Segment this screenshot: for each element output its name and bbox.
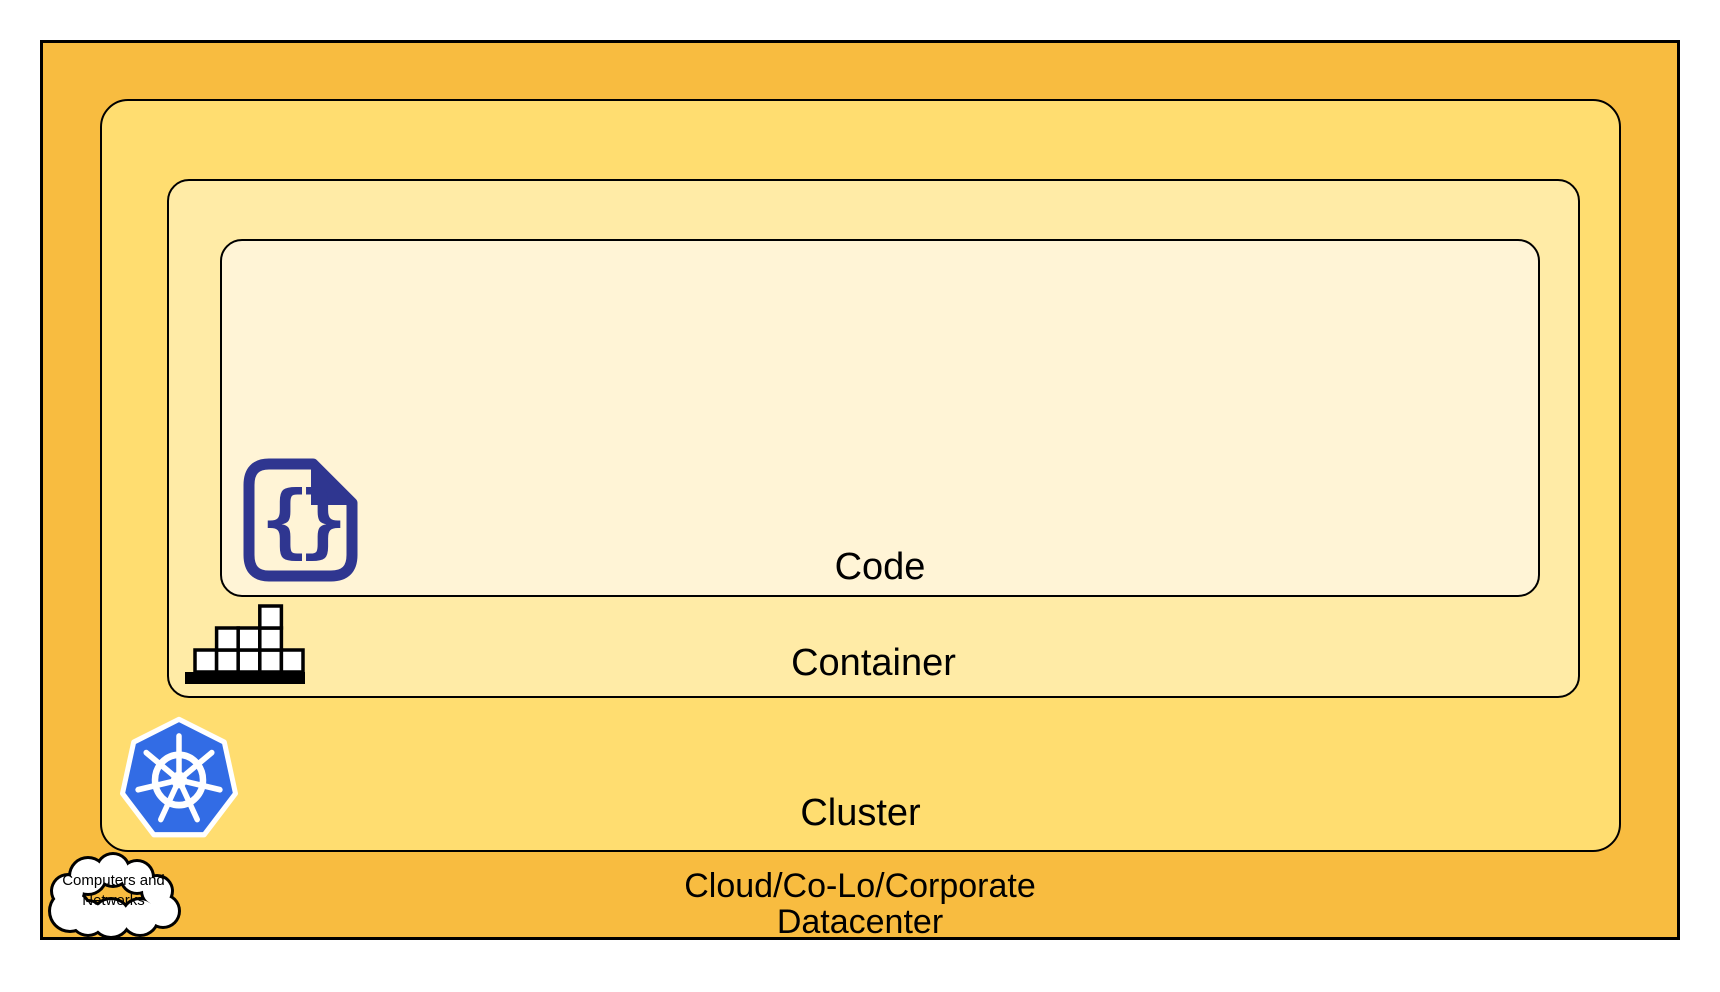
code-file-icon: {} — [243, 458, 358, 582]
cloud-icon — [48, 852, 181, 939]
cloud-label: Computers and Networks — [62, 872, 165, 909]
code-box — [220, 239, 1540, 597]
cloud-shape: Computers and Networks — [42, 851, 185, 939]
code-label: Code — [834, 546, 926, 588]
container-stack-icon — [185, 604, 305, 684]
kubernetes-icon — [120, 716, 238, 838]
cluster-label: Cluster — [800, 792, 921, 834]
svg-text:{}: {} — [261, 474, 341, 567]
datacenter-label: Cloud/Co-Lo/Corporate Datacenter — [684, 867, 1036, 941]
container-label: Container — [791, 642, 956, 684]
